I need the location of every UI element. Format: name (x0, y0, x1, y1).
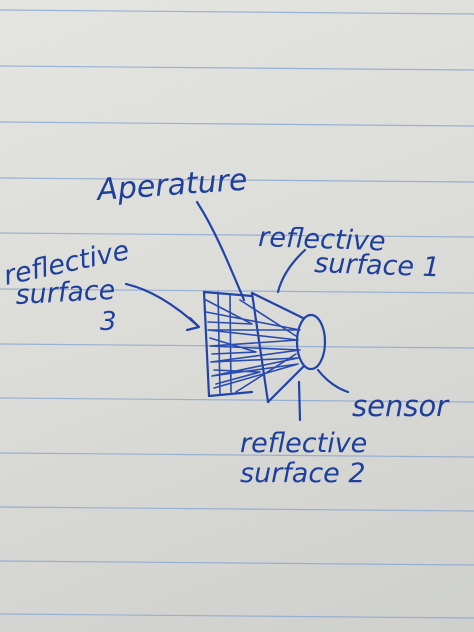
reflective-surface-3 (202, 290, 211, 398)
sensor-leader (316, 368, 350, 394)
sensor (295, 313, 327, 371)
surface1-label-line1: reflective (258, 222, 386, 257)
light-rays (205, 299, 301, 393)
surface3-leader (124, 282, 200, 328)
surface2-label-line1: reflective (240, 428, 367, 459)
surface3-label-number: 3 (100, 307, 117, 337)
aperture-ticks (217, 291, 232, 395)
aperture-leader (195, 200, 246, 302)
reflective-surface-1 (250, 291, 305, 320)
surface3-label-line2: surface (15, 275, 116, 311)
surface1-leader (276, 248, 307, 294)
reflective-surface-2 (266, 364, 306, 404)
sensor-label: sensor (352, 389, 450, 423)
surface1-label-line2: surface 1 (314, 248, 441, 283)
surface2-label-line2: surface 2 (240, 458, 366, 489)
aperture-label: Aperature (94, 163, 248, 209)
surface3-arrow (185, 316, 201, 332)
back-wall-box (202, 290, 254, 398)
surface2-leader (297, 380, 302, 422)
